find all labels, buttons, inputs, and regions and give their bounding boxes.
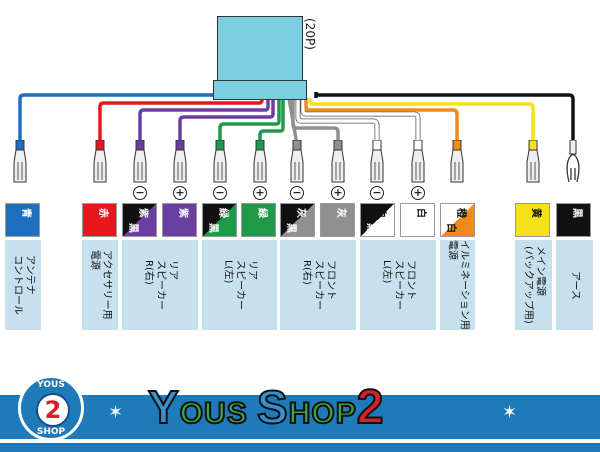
negative-icon: − — [213, 186, 227, 200]
spade-terminal-icon — [92, 139, 108, 184]
spade-terminal-icon — [212, 139, 228, 184]
positive-icon: + — [253, 186, 267, 200]
stripe-color-name: 黒 — [127, 223, 138, 233]
color-name: 白 — [375, 208, 386, 218]
logo-text-top: YOUS — [37, 380, 65, 390]
color-name: 赤 — [97, 208, 108, 218]
function-front-speaker-left: フロント スピーカー L(左) — [360, 240, 436, 330]
title-part: S — [256, 380, 289, 434]
negative-icon: − — [370, 186, 384, 200]
negative-icon: − — [133, 186, 147, 200]
function-front-speaker-right: フロント スピーカー R(右) — [280, 240, 356, 330]
wire-orange — [304, 98, 459, 145]
function-label: アンテナ コントロール — [12, 255, 35, 315]
negative-icon: − — [290, 186, 304, 200]
function-label: メイン電源 (バックアップ用) — [522, 246, 546, 324]
color-label-yellow: 黄 — [515, 203, 550, 237]
function-antenna-control: アンテナ コントロール — [5, 240, 41, 330]
function-label: アース — [569, 270, 581, 300]
positive-icon: + — [331, 186, 345, 200]
function-accessory-power: アクセサリー用 電源 — [82, 240, 118, 330]
color-label-gray-neg: 灰黒 — [280, 203, 315, 237]
wire-gray-pos — [291, 98, 340, 145]
positive-icon: + — [411, 186, 425, 200]
spade-terminal-icon — [252, 139, 268, 184]
wire-green-pos — [258, 98, 285, 145]
color-label-blue: 青 — [5, 203, 40, 237]
wire-black — [314, 91, 575, 145]
wire-red — [98, 98, 264, 145]
function-earth: アース — [556, 240, 593, 330]
spade-terminal-icon — [330, 139, 346, 184]
color-label-white-pos: 白 — [400, 203, 435, 237]
color-name: 緑 — [217, 208, 228, 218]
color-label-red: 赤 — [82, 203, 117, 237]
spade-terminal-icon — [12, 139, 28, 184]
title-part: Y — [147, 380, 180, 434]
color-name: 白 — [415, 208, 426, 218]
title-part: HOP — [288, 396, 357, 431]
spade-terminal-icon — [410, 139, 426, 184]
color-label-white-neg: 白黒 — [360, 203, 395, 237]
function-label: フロント スピーカー R(右) — [301, 260, 336, 310]
title-part: 2 — [356, 380, 385, 435]
function-label: リア スピーカー R(右) — [143, 260, 178, 310]
star-icon: ✶ — [502, 402, 518, 423]
connector-20p — [217, 16, 303, 86]
color-label-purple-pos: 紫 — [162, 203, 197, 237]
color-label-green-neg: 緑黒 — [202, 203, 237, 237]
wire-white-pos — [301, 98, 420, 145]
spade-terminal-icon — [132, 139, 148, 184]
function-label: フロント スピーカー L(左) — [381, 260, 416, 310]
logo-number: 2 — [36, 393, 70, 427]
function-illumination-power: イルミネーション用 電源 — [440, 240, 475, 330]
star-icon: ✶ — [108, 402, 124, 423]
connector-pins — [213, 80, 307, 100]
function-main-power-backup: メイン電源 (バックアップ用) — [515, 240, 552, 330]
color-name: 黄 — [530, 208, 541, 218]
wire-green-neg — [218, 98, 281, 145]
banner — [0, 395, 600, 439]
positive-icon: + — [173, 186, 187, 200]
color-label-green-pos: 緑 — [241, 203, 276, 237]
fork-terminal-icon — [565, 139, 581, 184]
function-label: イルミネーション用 電源 — [446, 240, 470, 330]
shop-title: YOUS SHOP2 — [147, 380, 385, 435]
wire-yellow — [308, 98, 535, 145]
color-label-orange: 橙白 — [440, 203, 475, 237]
stripe-color-name: 黒 — [207, 223, 218, 233]
banner-stripe — [0, 441, 600, 452]
color-name: 紫 — [177, 208, 188, 218]
color-label-purple-neg: 紫黒 — [122, 203, 157, 237]
wire-purple-neg — [138, 98, 270, 145]
spade-terminal-icon — [172, 139, 188, 184]
wire-purple-pos — [178, 98, 275, 145]
title-part: OUS — [179, 396, 258, 431]
spade-terminal-icon — [369, 139, 385, 184]
color-name: 黒 — [571, 208, 582, 218]
color-name: 紫 — [137, 208, 148, 218]
function-rear-speaker-right: リア スピーカー R(右) — [122, 240, 198, 330]
spade-terminal-icon — [449, 139, 465, 184]
color-name: 灰 — [335, 208, 346, 218]
stripe-color-name: 黒 — [285, 223, 296, 233]
color-name: 橙 — [455, 208, 466, 218]
spade-terminal-icon — [289, 139, 305, 184]
logo-text-bottom: SHOP — [36, 427, 66, 437]
color-name: 灰 — [295, 208, 306, 218]
function-rear-speaker-left: リア スピーカー L(左) — [202, 240, 277, 330]
wire-white-neg — [296, 98, 379, 145]
stripe-color-name: 黒 — [365, 223, 376, 233]
function-label: アクセサリー用 電源 — [89, 250, 112, 320]
wiring-harness — [18, 91, 575, 146]
connector-pin-count: (20P) — [303, 18, 317, 50]
spade-terminal-icon — [525, 139, 541, 184]
color-name: 青 — [20, 208, 31, 218]
color-label-black: 黒 — [556, 203, 591, 237]
function-label: リア スピーカー L(左) — [222, 260, 258, 310]
shop-logo: YOUS 2 SHOP — [18, 375, 84, 441]
color-name: 緑 — [256, 208, 267, 218]
color-label-gray-pos: 灰 — [320, 203, 355, 237]
stripe-color-name: 白 — [445, 223, 456, 233]
